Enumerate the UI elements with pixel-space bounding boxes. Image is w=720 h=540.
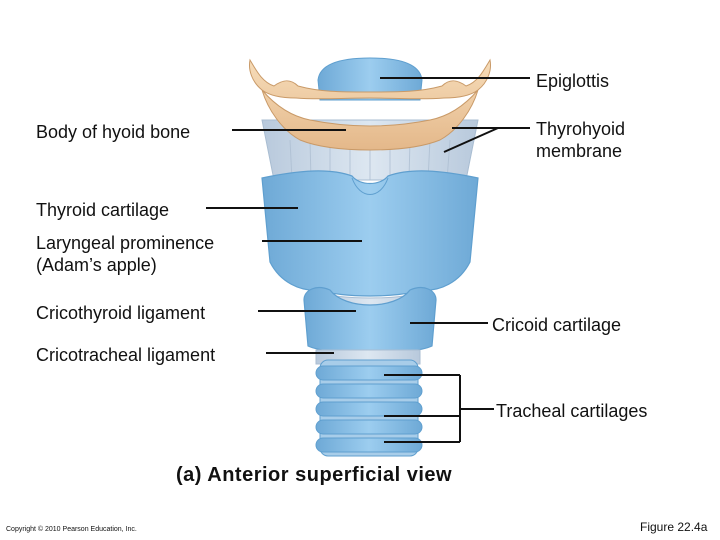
epiglottis-shape: [317, 57, 423, 101]
label-prominence-line1: Laryngeal prominence: [36, 233, 215, 253]
label-laryngeal-prominence: Laryngeal prominence (Adam’s apple): [36, 232, 214, 276]
label-thyrohyoid: Thyrohyoid membrane: [536, 118, 625, 162]
label-tracheal-cartilages: Tracheal cartilages: [496, 401, 648, 421]
label-thyrohyoid-line1: Thyrohyoid: [536, 119, 626, 139]
hyoid-bone-shape: [249, 58, 491, 151]
figure-caption: (a) Anterior superficial view: [176, 464, 453, 486]
label-cricothyroid-ligament: Cricothyroid ligament: [36, 303, 206, 323]
label-epiglottis: Epiglottis: [536, 71, 610, 91]
cricoid-cartilage-shape: [303, 287, 437, 355]
figure-number: Figure 22.4a: [640, 520, 708, 534]
label-cricotracheal-ligament: Cricotracheal ligament: [36, 345, 216, 365]
laryngeal-notch: [351, 177, 389, 195]
copyright-notice: Copyright © 2010 Pearson Education, Inc.: [6, 526, 137, 533]
label-thyrohyoid-line2: membrane: [536, 141, 623, 161]
label-thyroid-cartilage: Thyroid cartilage: [36, 200, 170, 220]
thyroid-cartilage-shape: [261, 170, 479, 297]
label-prominence-line2: (Adam’s apple): [36, 255, 157, 275]
leader-lines: [206, 77, 530, 443]
label-cricoid-cartilage: Cricoid cartilage: [492, 315, 622, 335]
label-hyoid-bone: Body of hyoid bone: [36, 122, 191, 142]
tracheal-rings: [315, 365, 423, 453]
